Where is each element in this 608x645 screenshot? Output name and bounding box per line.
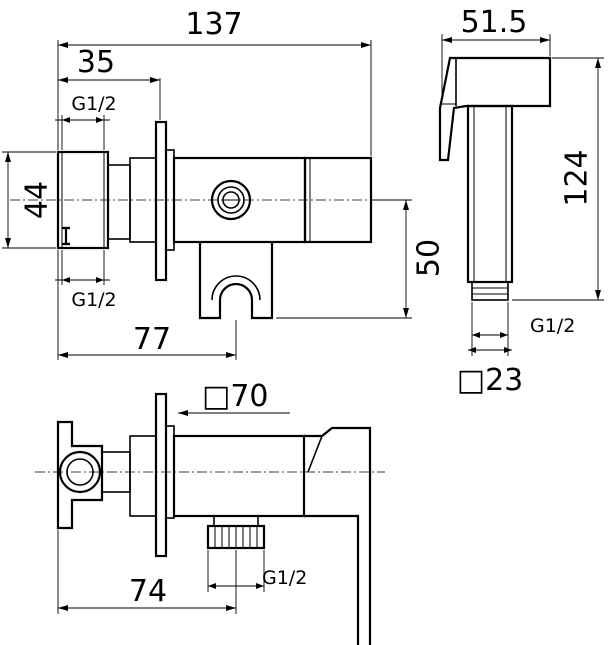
plan-cover-plate — [154, 392, 168, 558]
plan-wall-connector — [56, 420, 104, 530]
plan-outlet-collar — [213, 515, 259, 527]
dim-handshower-thread: G1/2 — [530, 315, 575, 337]
hand-shower-view: 51.5 124 G1/2 □23 — [438, 5, 604, 398]
plan-valve-body — [172, 434, 306, 518]
dim-handshower-length: 124 — [560, 149, 595, 206]
front-elevation-view: 137 35 G1/2 44 G1/2 77 — [2, 7, 447, 360]
dim-plan-thread: G1/2 — [262, 567, 307, 589]
dim-plate-square: □70 — [202, 379, 269, 414]
shower-holder — [198, 242, 274, 320]
plan-nut — [129, 435, 157, 517]
connector-key-mark — [62, 226, 70, 246]
dim-thread-top: G1/2 — [71, 93, 116, 115]
dim-overall-length: 137 — [185, 7, 242, 42]
dim-outlet-drop: 50 — [412, 239, 447, 277]
dim-outlet-offset: 77 — [133, 322, 171, 357]
dim-height-44: 44 — [20, 181, 55, 219]
dim-handshower-square: □23 — [457, 363, 524, 398]
hand-shower-handle — [466, 104, 514, 284]
plan-view: □70 74 G1/2 — [35, 379, 385, 645]
hand-shower-head — [438, 56, 552, 162]
plan-lever-handle — [304, 426, 372, 645]
dim-thread-bottom: G1/2 — [71, 289, 116, 311]
thread-stub — [107, 164, 131, 240]
cover-plate — [154, 120, 168, 282]
dim-wall-to-valve: 35 — [77, 45, 115, 80]
dim-handshower-depth: 51.5 — [461, 5, 528, 40]
dim-plan-outlet-offset: 74 — [129, 574, 167, 609]
holder-cradle — [211, 275, 261, 301]
hand-shower-thread — [471, 281, 509, 301]
